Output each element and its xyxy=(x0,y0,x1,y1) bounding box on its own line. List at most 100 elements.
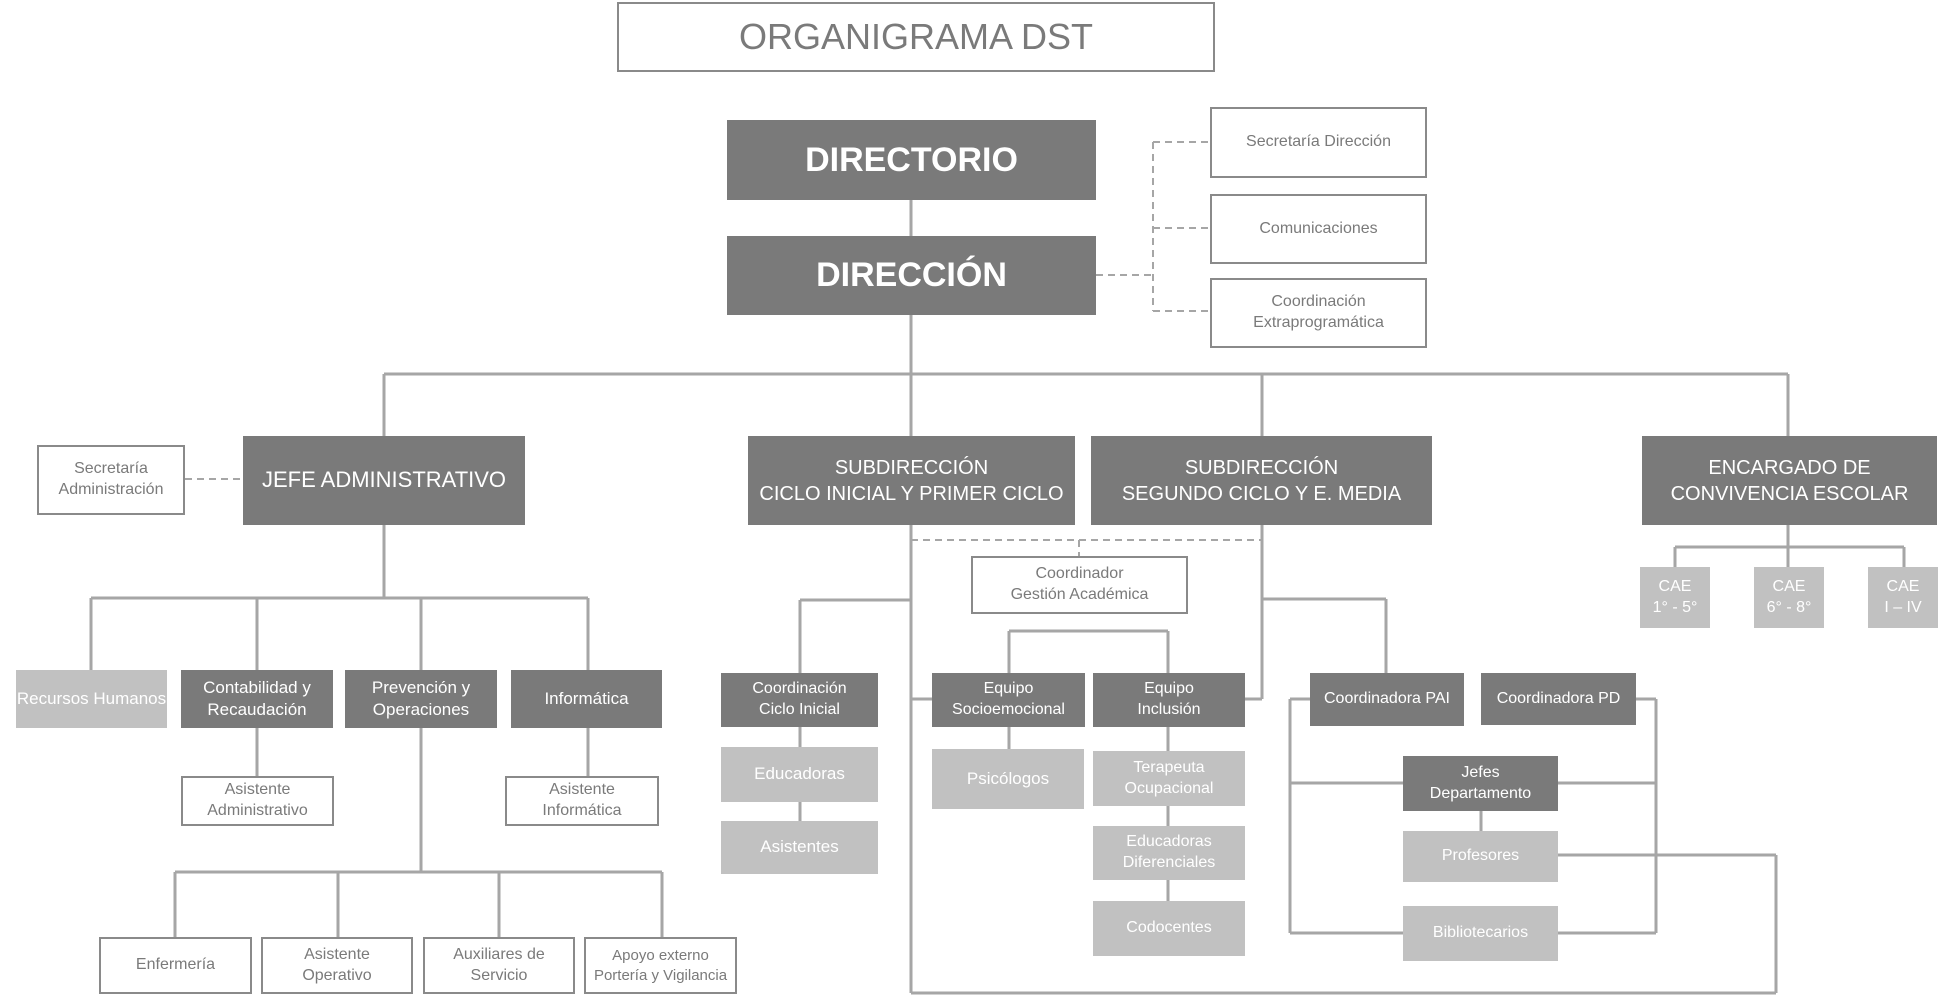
jefes-line1: Jefes xyxy=(1461,763,1500,781)
secretaria-direccion-label: Secretaría Dirección xyxy=(1246,133,1391,151)
sec-admin-line2: Administración xyxy=(58,481,164,498)
auxiliares-line2: Servicio xyxy=(470,966,528,984)
subdireccion-ciclo-inicial-box: SUBDIRECCIÓN CICLO INICIAL Y PRIMER CICL… xyxy=(748,436,1075,525)
enfermeria-box: Enfermería xyxy=(99,937,252,994)
cae-6-8-box: CAE 6° - 8° xyxy=(1754,567,1824,628)
bibliotecarios-box: Bibliotecarios xyxy=(1403,906,1558,961)
terapeuta-line2: Ocupacional xyxy=(1124,779,1214,797)
secretaria-administracion-box: Secretaría Administración xyxy=(37,445,185,515)
coordinadora-pai-box: Coordinadora PAI xyxy=(1310,673,1464,726)
socio-line1: Equipo xyxy=(983,680,1034,698)
asist-admin-line1: Asistente xyxy=(224,781,291,799)
jefe-administrativo-box: JEFE ADMINISTRATIVO xyxy=(243,436,525,525)
comunicaciones-box: Comunicaciones xyxy=(1210,194,1427,264)
sub2-line2: SEGUNDO CICLO Y E. MEDIA xyxy=(1121,482,1402,505)
profesores-label: Profesores xyxy=(1441,847,1520,865)
enfermeria-label: Enfermería xyxy=(135,956,216,974)
coord-gestion-line1: Coordinador xyxy=(1035,565,1124,583)
cae-i-iv-box: CAE I – IV xyxy=(1868,567,1938,628)
inclusion-line1: Equipo xyxy=(1144,680,1194,698)
inclusion-line2: Inclusión xyxy=(1137,701,1201,718)
rrhh-label: Recursos Humanos xyxy=(16,688,167,708)
terapeuta-line1: Terapeuta xyxy=(1133,758,1205,776)
cae3-line1: CAE xyxy=(1886,577,1920,595)
cae-1-5-box: CAE 1° - 5° xyxy=(1640,567,1710,628)
coord-ciclo-line2: Ciclo Inicial xyxy=(759,701,840,718)
informatica-box: Informática xyxy=(511,670,662,728)
asistentes-box: Asistentes xyxy=(721,821,878,874)
cae1-line1: CAE xyxy=(1658,577,1692,595)
sec-admin-line1: Secretaría xyxy=(74,460,148,478)
asist-oper-line2: Operativo xyxy=(302,966,372,984)
contabilidad-line1: Contabilidad y xyxy=(203,677,311,697)
convivencia-line2: CONVIVENCIA ESCOLAR xyxy=(1670,482,1909,505)
socio-line2: Socioemocional xyxy=(952,701,1065,718)
cae3-line2: I – IV xyxy=(1884,598,1922,616)
equipo-inclusion-box: Equipo Inclusión xyxy=(1093,673,1245,727)
recursos-humanos-box: Recursos Humanos xyxy=(16,670,167,728)
psicologos-label: Psicólogos xyxy=(966,768,1050,788)
terapeuta-ocupacional-box: Terapeuta Ocupacional xyxy=(1093,751,1245,806)
title-text: ORGANIGRAMA DST xyxy=(738,15,1094,57)
prevencion-line2: Operaciones xyxy=(372,700,470,719)
coord-pd-label: Coordinadora PD xyxy=(1496,689,1621,707)
apoyo-line2: Portería y Vigilancia xyxy=(593,966,728,984)
jefes-departamento-box: Jefes Departamento xyxy=(1403,756,1558,811)
asist-inf-line1: Asistente xyxy=(549,781,615,799)
educadoras-diferenciales-box: Educadoras Diferenciales xyxy=(1093,826,1245,880)
prevencion-box: Prevención y Operaciones xyxy=(345,670,497,728)
jefe-admin-label: JEFE ADMINISTRATIVO xyxy=(261,467,507,493)
contabilidad-line2: Recaudación xyxy=(207,700,307,719)
apoyo-externo-box: Apoyo externo Portería y Vigilancia xyxy=(584,937,737,994)
auxiliares-line1: Auxiliares de xyxy=(453,945,545,963)
directorio-box: DIRECTORIO xyxy=(727,120,1096,200)
cae2-line2: 6° - 8° xyxy=(1766,598,1812,616)
comunicaciones-label: Comunicaciones xyxy=(1259,219,1378,237)
page-title: ORGANIGRAMA DST xyxy=(617,2,1215,72)
encargado-convivencia-box: ENCARGADO DE CONVIVENCIA ESCOLAR xyxy=(1642,436,1937,525)
educ-dif-line2: Diferenciales xyxy=(1122,854,1216,871)
prevencion-line1: Prevención y xyxy=(371,677,471,697)
coordinador-gestion-academica-box: Coordinador Gestión Académica xyxy=(971,556,1188,614)
equipo-socioemocional-box: Equipo Socioemocional xyxy=(932,673,1085,727)
codocentes-box: Codocentes xyxy=(1093,901,1245,956)
sub1-line1: SUBDIRECCIÓN xyxy=(834,456,989,479)
asist-inf-line2: Informática xyxy=(542,802,622,819)
coord-gestion-line2: Gestión Académica xyxy=(1010,586,1149,603)
cae2-line1: CAE xyxy=(1772,577,1806,595)
sub1-line2: CICLO INICIAL Y PRIMER CICLO xyxy=(759,482,1064,505)
directorio-label: DIRECTORIO xyxy=(805,140,1018,179)
asist-oper-line1: Asistente xyxy=(304,945,370,963)
informatica-label: Informática xyxy=(544,688,629,708)
asist-admin-line2: Administrativo xyxy=(207,802,308,819)
asistentes-label: Asistentes xyxy=(760,837,839,857)
secretaria-direccion-box: Secretaría Dirección xyxy=(1210,107,1427,178)
coord-extra-line1: Coordinación xyxy=(1271,293,1366,311)
asistente-operativo-box: Asistente Operativo xyxy=(261,937,413,994)
jefes-line2: Departamento xyxy=(1429,784,1532,802)
subdireccion-segundo-ciclo-box: SUBDIRECCIÓN SEGUNDO CICLO Y E. MEDIA xyxy=(1091,436,1432,525)
coordinacion-ciclo-inicial-box: Coordinación Ciclo Inicial xyxy=(721,673,878,727)
profesores-box: Profesores xyxy=(1403,831,1558,882)
contabilidad-box: Contabilidad y Recaudación xyxy=(181,670,333,728)
apoyo-line1: Apoyo externo xyxy=(612,947,709,964)
educadoras-box: Educadoras xyxy=(721,747,878,802)
coordinacion-extraprogramatica-box: Coordinación Extraprogramática xyxy=(1210,278,1427,348)
coord-ciclo-line1: Coordinación xyxy=(752,680,847,698)
coord-extra-line2: Extraprogramática xyxy=(1253,314,1384,331)
direccion-box: DIRECCIÓN xyxy=(727,236,1096,315)
educ-dif-line1: Educadoras xyxy=(1126,833,1212,851)
coord-pai-label: Coordinadora PAI xyxy=(1324,690,1450,708)
convivencia-line1: ENCARGADO DE xyxy=(1708,456,1871,479)
auxiliares-servicio-box: Auxiliares de Servicio xyxy=(423,937,575,994)
direccion-label: DIRECCIÓN xyxy=(816,256,1007,295)
coordinadora-pd-box: Coordinadora PD xyxy=(1481,673,1636,725)
psicologos-box: Psicólogos xyxy=(932,749,1084,809)
sub2-line1: SUBDIRECCIÓN xyxy=(1184,456,1339,479)
codocentes-label: Codocentes xyxy=(1126,919,1212,937)
asistente-informatica-box: Asistente Informática xyxy=(505,776,659,826)
bibliotecarios-label: Bibliotecarios xyxy=(1432,924,1529,942)
asistente-administrativo-box: Asistente Administrativo xyxy=(181,776,334,826)
educadoras-label: Educadoras xyxy=(754,764,845,784)
